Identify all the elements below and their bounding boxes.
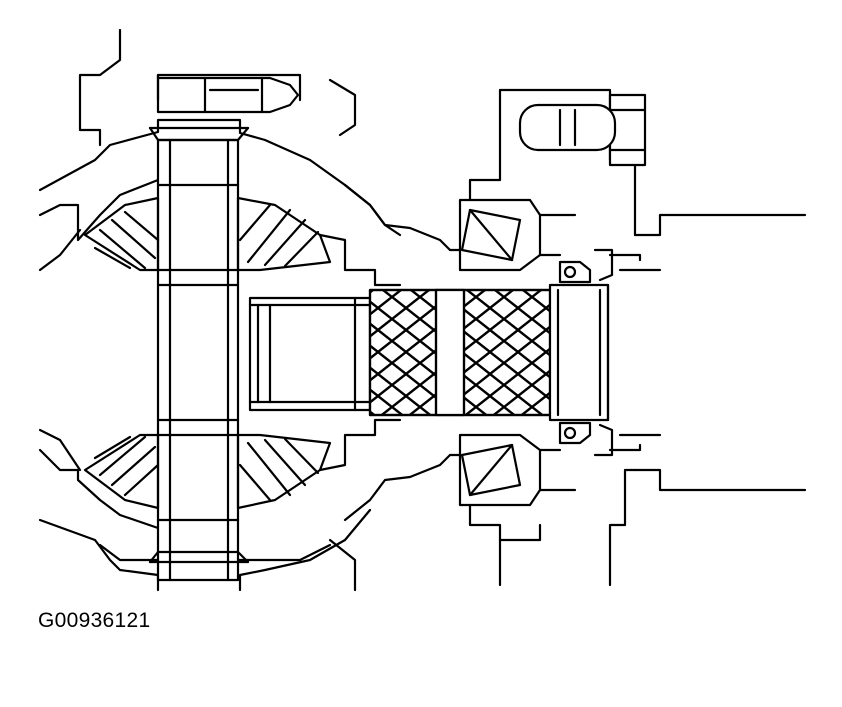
figure-id-label: G00936121 <box>38 609 151 632</box>
axle-shaft <box>248 283 610 422</box>
housing-bolt <box>518 93 647 167</box>
upper-bevel-gear-right <box>236 196 332 272</box>
lower-bevel-gear-right <box>236 433 332 510</box>
lower-oil-seal <box>558 421 614 457</box>
upper-bolt <box>156 73 300 114</box>
upper-bevel-gear-left <box>83 196 160 272</box>
lower-bevel-gear-left <box>83 433 160 510</box>
pinion-shaft <box>148 126 250 582</box>
upper-oil-seal <box>558 248 614 284</box>
case-body <box>318 183 452 522</box>
lower-housing-detail <box>98 523 542 592</box>
upper-roller-bearing <box>458 198 577 272</box>
lower-roller-bearing <box>458 433 577 507</box>
